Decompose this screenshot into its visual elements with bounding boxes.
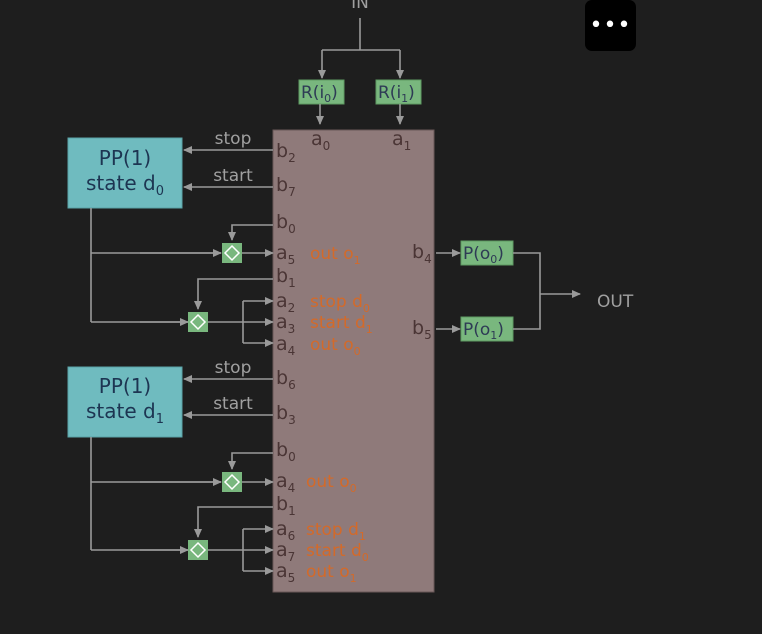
action-bot-start-d0: start d0 [306, 541, 369, 564]
pp-d0-sub: 0 [156, 184, 164, 199]
receiver-r-i0-label: R(i [301, 83, 324, 103]
action-bot-out-o1: out o1 [306, 562, 357, 585]
svg-text:state d0: state d0 [86, 171, 164, 199]
node2-branch [208, 301, 244, 343]
port-a4-top: a4 [276, 333, 295, 358]
action-bot-stop-d1: stop d1 [306, 520, 366, 543]
pp-block-d1: PP(1) state d1 [67, 366, 183, 438]
receiver-r-i0: R(i0) [298, 79, 345, 105]
port-b4: b4 [412, 241, 432, 266]
pp-d1-title: PP(1) [99, 374, 151, 398]
b1-top-wire [194, 278, 273, 310]
sender-p-o0: P(o0) [460, 240, 514, 266]
port-a0: a0 [311, 128, 330, 153]
receiver-r-i1-label: R(i [378, 83, 401, 103]
sender-p-o1: P(o1) [460, 316, 514, 342]
more-options-button[interactable]: ••• [585, 0, 636, 51]
junction-node-3 [222, 472, 242, 492]
port-a5-top: a5 [276, 242, 295, 267]
receiver-r-i1-sub: 1 [401, 92, 408, 105]
pp-d0-state: state d [86, 171, 156, 195]
port-b5: b5 [412, 317, 432, 342]
receiver-r-i0-sub: 0 [324, 92, 331, 105]
input-wire [322, 18, 400, 51]
output-label: OUT [597, 292, 634, 312]
port-a1: a1 [392, 128, 411, 153]
port-b2: b2 [276, 140, 296, 165]
node4-branch [208, 529, 244, 571]
start-label-d1: start [213, 394, 253, 414]
action-top-out-o1: out o1 [310, 244, 361, 267]
svg-text:R(i0): R(i0) [301, 83, 338, 105]
junction-node-1 [222, 243, 242, 263]
action-bot-out-o0: out o0 [306, 472, 357, 495]
stop-label-d1: stop [215, 358, 252, 378]
b0-top-wire [228, 224, 273, 241]
port-b1-top: b1 [276, 265, 296, 290]
port-a5-bot: a5 [276, 560, 295, 585]
receiver-r-i0-close: ) [331, 83, 338, 103]
pp-d1-sub: 1 [156, 412, 164, 427]
junction-node-2 [188, 312, 208, 332]
pp-d1-state: state d [86, 399, 156, 423]
action-top-out-o0: out o0 [310, 335, 361, 358]
port-b0-bot: b0 [276, 439, 296, 464]
b0-bot-wire [228, 452, 273, 470]
output-merge-wire [513, 252, 541, 330]
port-a6: a6 [276, 518, 295, 543]
stop-label-d0: stop [215, 129, 252, 149]
input-label: IN [351, 0, 369, 13]
port-b3: b3 [276, 402, 296, 427]
action-top-start-d1: start d1 [310, 313, 373, 336]
svg-text:state d1: state d1 [86, 399, 164, 427]
d0-fork-wire [90, 208, 221, 323]
port-a7: a7 [276, 539, 295, 564]
svg-text:P(o1): P(o1) [463, 320, 504, 342]
svg-text:R(i1): R(i1) [378, 83, 415, 105]
action-top-stop-d0: stop d0 [310, 292, 370, 315]
main-block [272, 129, 435, 593]
more-horizontal-icon: ••• [589, 13, 632, 38]
d1-fork-wire [90, 437, 221, 551]
pp-block-d0: PP(1) state d0 [67, 137, 183, 209]
port-b0-top: b0 [276, 211, 296, 236]
junction-node-4 [188, 540, 208, 560]
port-a4-bot: a4 [276, 470, 295, 495]
port-b1-bot: b1 [276, 493, 296, 518]
receiver-r-i1-close: ) [408, 83, 415, 103]
port-b7: b7 [276, 174, 296, 199]
port-b6: b6 [276, 367, 296, 392]
svg-text:P(o0): P(o0) [463, 244, 504, 266]
pp-d0-title: PP(1) [99, 146, 151, 170]
start-label-d0: start [213, 166, 253, 186]
b1-bot-wire [194, 506, 273, 538]
receiver-r-i1: R(i1) [375, 79, 422, 105]
port-a2: a2 [276, 290, 295, 315]
port-a3: a3 [276, 311, 295, 336]
